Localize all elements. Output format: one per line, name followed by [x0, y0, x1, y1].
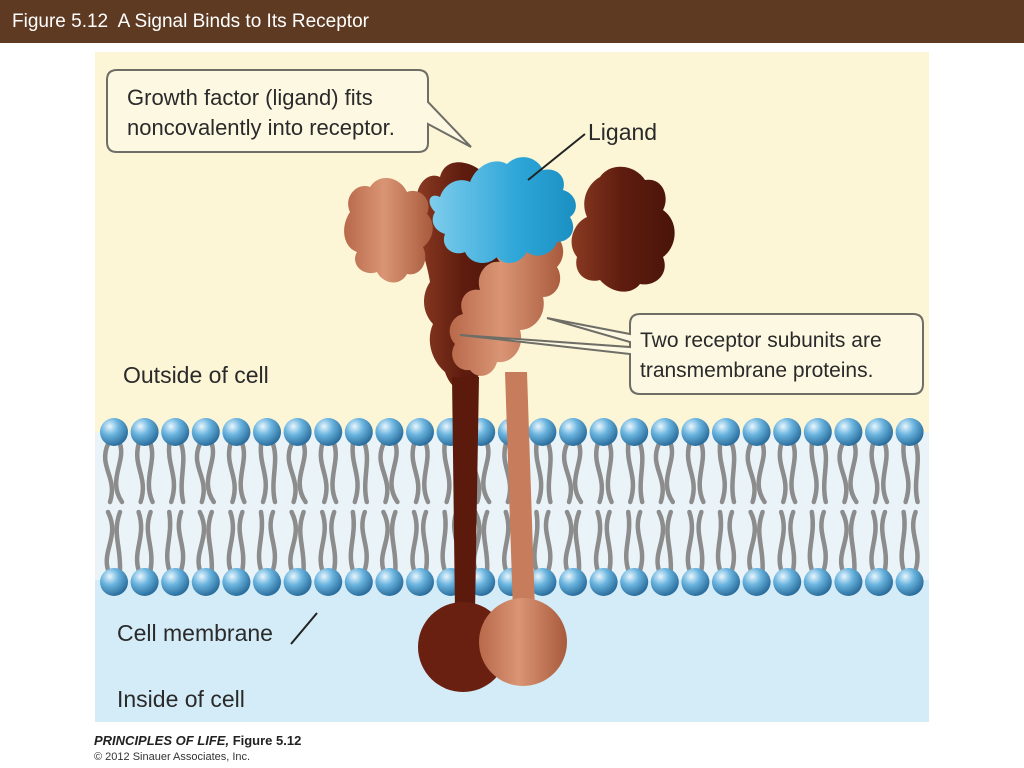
lipid-head-icon — [895, 568, 924, 596]
lipid-head-icon — [559, 568, 587, 596]
lipid-head-icon — [895, 418, 924, 446]
cell-membrane-label: Cell membrane — [117, 620, 273, 646]
lipid-heads-outer — [100, 418, 924, 446]
lipid-head-icon — [865, 568, 893, 596]
lipid-head-icon — [283, 568, 312, 596]
lipid-head-icon — [191, 568, 220, 596]
lipid-head-icon — [253, 568, 281, 596]
slide-title: Figure 5.12 A Signal Binds to Its Recept… — [12, 11, 369, 32]
lipid-head-icon — [375, 418, 404, 446]
lipid-head-icon — [681, 418, 710, 446]
lipid-head-icon — [100, 568, 128, 596]
callout-subunits-line2: transmembrane proteins. — [640, 359, 873, 382]
lipid-head-icon — [406, 568, 434, 596]
copyright: © 2012 Sinauer Associates, Inc. — [94, 751, 251, 763]
outside-of-cell-label: Outside of cell — [123, 362, 269, 388]
diagram-svg: Growth factor (ligand) fits noncovalentl… — [95, 52, 929, 722]
membrane-leader-line — [290, 612, 318, 645]
lipid-head-icon — [161, 568, 190, 596]
diagram-figure: Growth factor (ligand) fits noncovalentl… — [95, 52, 929, 722]
receptor-subunit-light — [344, 177, 567, 686]
lipid-head-icon — [314, 568, 343, 596]
lipid-head-icon — [650, 418, 679, 446]
lipid-head-icon — [803, 418, 832, 446]
lipid-head-icon — [559, 418, 587, 446]
lipid-head-icon — [773, 418, 802, 446]
lipid-head-icon — [528, 418, 557, 446]
callout-growth-factor-line1: Growth factor (ligand) fits — [127, 85, 373, 110]
lipid-head-icon — [742, 568, 771, 596]
credit-figure: Figure 5.12 — [229, 733, 302, 748]
lipid-tails — [102, 441, 920, 573]
lipid-head-icon — [344, 568, 373, 596]
lipid-head-icon — [712, 418, 740, 446]
ligand-leader-line — [527, 133, 586, 181]
lipid-head-icon — [803, 568, 832, 596]
credit-line: PRINCIPLES OF LIFE, Figure 5.12 — [94, 733, 301, 748]
lipid-head-icon — [222, 568, 251, 596]
lipid-head-icon — [314, 418, 343, 446]
lipid-head-icon — [742, 418, 771, 446]
lipid-heads-inner — [100, 568, 924, 596]
lipid-head-icon — [620, 568, 649, 596]
lipid-head-icon — [253, 418, 281, 446]
ligand-label: Ligand — [588, 119, 657, 145]
callout-subunits-line1: Two receptor subunits are — [640, 329, 882, 352]
title-bar: Figure 5.12 A Signal Binds to Its Recept… — [0, 0, 1024, 43]
lipid-head-icon — [283, 418, 312, 446]
lipid-head-icon — [161, 418, 190, 446]
lipid-head-icon — [681, 568, 710, 596]
lipid-head-icon — [191, 418, 220, 446]
callout-growth-factor-line2: noncovalently into receptor. — [127, 115, 395, 140]
lipid-head-icon — [344, 418, 373, 446]
lipid-head-icon — [528, 568, 557, 596]
lipid-head-icon — [100, 418, 128, 446]
inside-of-cell-label: Inside of cell — [117, 686, 245, 712]
lipid-head-icon — [865, 418, 893, 446]
ligand-molecule — [429, 157, 576, 264]
credit-book: PRINCIPLES OF LIFE, — [94, 733, 230, 748]
lipid-head-icon — [130, 568, 159, 596]
lipid-head-icon — [834, 418, 863, 446]
lipid-head-icon — [589, 568, 618, 596]
lipid-head-icon — [406, 418, 434, 446]
lipid-head-icon — [773, 568, 802, 596]
lipid-head-icon — [650, 568, 679, 596]
callout-subunits: Two receptor subunits are transmembrane … — [459, 313, 924, 395]
lipid-head-icon — [375, 568, 404, 596]
lipid-head-icon — [589, 418, 618, 446]
lipid-head-icon — [620, 418, 649, 446]
lipid-head-icon — [712, 568, 740, 596]
lipid-head-icon — [130, 418, 159, 446]
callout-growth-factor: Growth factor (ligand) fits noncovalentl… — [106, 69, 472, 153]
lipid-head-icon — [222, 418, 251, 446]
lipid-head-icon — [834, 568, 863, 596]
